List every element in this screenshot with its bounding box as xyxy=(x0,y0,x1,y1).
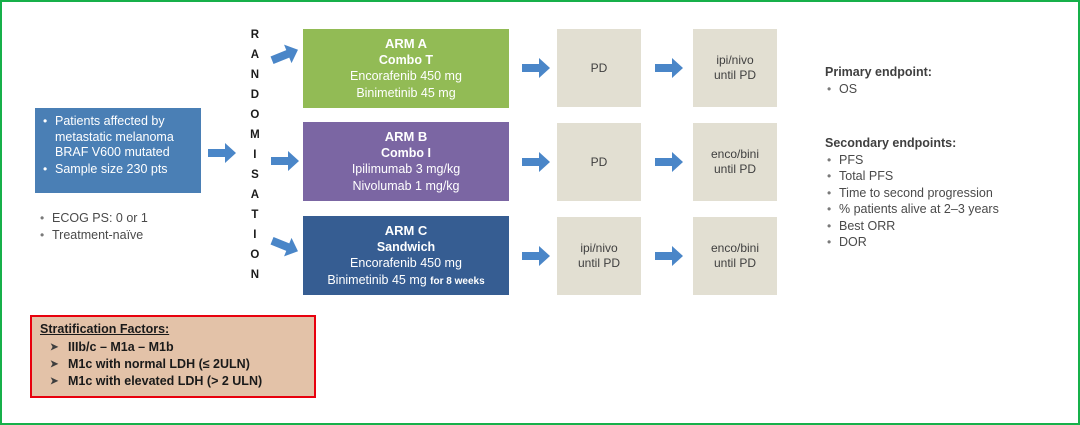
randomisation-letter: N xyxy=(250,269,260,282)
arrow-arm-b-to-stage-1 xyxy=(521,149,551,175)
arm-a-subtitle: Combo T xyxy=(378,53,434,67)
arm-c-stage-2-box: enco/bini until PD xyxy=(693,217,777,295)
arm-b-drug-2: Nivolumab 1 mg/kg xyxy=(352,178,460,193)
arm-a-stage-1-box: PD xyxy=(557,29,641,107)
arm-c-box: ARM C Sandwich Encorafenib 450 mg Binime… xyxy=(303,216,509,295)
arm-c-title: ARM C xyxy=(384,223,428,238)
arrow-stage-1-to-stage-2-row-1 xyxy=(654,55,684,81)
arrow-randomisation-to-arm-b xyxy=(270,148,300,174)
arm-b-stage-1-label: PD xyxy=(590,154,608,169)
randomisation-letter: O xyxy=(250,109,260,122)
list-item: PFS xyxy=(827,152,1060,169)
randomisation-letter: R xyxy=(250,29,260,41)
randomisation-letter: O xyxy=(250,249,260,262)
list-item: IIIb/c – M1a – M1b xyxy=(50,339,308,356)
primary-endpoint-group: Primary endpoint: OS xyxy=(825,65,1060,98)
arm-c-duration-note: for 8 weeks xyxy=(430,275,485,287)
patient-population-list: Patients affected by metastatic melanoma… xyxy=(41,114,193,177)
list-item: DOR xyxy=(827,234,1060,251)
stratification-factors-box: Stratification Factors: IIIb/c – M1a – M… xyxy=(30,315,316,398)
arm-a-stage-2-label: ipi/nivo until PD xyxy=(713,53,757,82)
secondary-endpoint-list: PFS Total PFS Time to second progression… xyxy=(825,152,1060,251)
arm-a-drug-2: Binimetinib 45 mg xyxy=(356,85,456,100)
randomisation-label: R A N D O M I S A T I O N xyxy=(244,29,266,282)
list-item: OS xyxy=(827,81,1060,98)
arm-a-title: ARM A xyxy=(384,36,428,51)
arm-b-subtitle: Combo I xyxy=(381,146,431,160)
arm-c-drug-2: Binimetinib 45 mg for 8 weeks xyxy=(303,272,509,291)
arrow-randomisation-to-arm-a xyxy=(266,37,304,72)
list-item: M1c with elevated LDH (> 2 ULN) xyxy=(50,373,308,390)
randomisation-letter: A xyxy=(250,49,260,62)
primary-endpoint-title: Primary endpoint: xyxy=(825,65,932,79)
list-item: Sample size 230 pts xyxy=(43,162,193,178)
primary-endpoint-list: OS xyxy=(825,81,1060,98)
randomisation-letter: I xyxy=(253,229,257,242)
eligibility-criteria: ECOG PS: 0 or 1 Treatment-naïve xyxy=(38,210,228,244)
list-item: Best ORR xyxy=(827,218,1060,235)
stratification-title: Stratification Factors: xyxy=(40,322,170,336)
arrow-stage-1-to-stage-2-row-2 xyxy=(654,149,684,175)
list-item: % patients alive at 2–3 years xyxy=(827,201,1060,218)
arrow-randomisation-to-arm-c xyxy=(266,228,304,263)
stratification-list: IIIb/c – M1a – M1b M1c with normal LDH (… xyxy=(40,339,308,390)
eligibility-list: ECOG PS: 0 or 1 Treatment-naïve xyxy=(38,210,228,244)
arm-b-stage-2-box: enco/bini until PD xyxy=(693,123,777,201)
secondary-endpoint-group: Secondary endpoints: PFS Total PFS Time … xyxy=(825,136,1060,251)
arm-b-stage-2-label: enco/bini until PD xyxy=(710,147,760,176)
arm-b-title: ARM B xyxy=(384,129,428,144)
arm-b-box: ARM B Combo I Ipilimumab 3 mg/kg Nivolum… xyxy=(303,122,509,201)
randomisation-letter: I xyxy=(253,149,257,162)
randomisation-letter: N xyxy=(250,69,260,82)
arm-c-drug-1: Encorafenib 450 mg xyxy=(350,256,462,270)
endpoints-panel: Primary endpoint: OS Secondary endpoints… xyxy=(825,65,1060,251)
arm-a-box: ARM A Combo T Encorafenib 450 mg Binimet… xyxy=(303,29,509,108)
arm-c-subtitle: Sandwich xyxy=(376,240,436,254)
arm-c-stage-1-box: ipi/nivo until PD xyxy=(557,217,641,295)
arm-c-stage-2-label: enco/bini until PD xyxy=(710,241,760,270)
arm-a-stage-1-label: PD xyxy=(590,60,608,75)
randomisation-letter: T xyxy=(251,209,259,222)
arm-a-drug-1: Encorafenib 450 mg xyxy=(350,69,462,83)
patient-population-box: Patients affected by metastatic melanoma… xyxy=(35,108,201,193)
randomisation-letter: A xyxy=(250,189,260,202)
arm-c-drug-2-text: Binimetinib 45 mg xyxy=(327,272,427,287)
arrow-population-to-randomisation xyxy=(207,140,237,166)
secondary-endpoint-title: Secondary endpoints: xyxy=(825,135,957,150)
arm-b-drug-1: Ipilimumab 3 mg/kg xyxy=(351,162,461,176)
list-item: Patients affected by metastatic melanoma… xyxy=(43,114,193,161)
arm-b-stage-1-box: PD xyxy=(557,123,641,201)
randomisation-letter: M xyxy=(250,129,260,142)
arm-a-stage-2-box: ipi/nivo until PD xyxy=(693,29,777,107)
list-item: Time to second progression xyxy=(827,185,1060,202)
list-item: Total PFS xyxy=(827,168,1060,185)
list-item: ECOG PS: 0 or 1 xyxy=(40,210,228,227)
arrow-arm-c-to-stage-1 xyxy=(521,243,551,269)
list-item: M1c with normal LDH (≤ 2ULN) xyxy=(50,356,308,373)
arrow-arm-a-to-stage-1 xyxy=(521,55,551,81)
randomisation-letter: S xyxy=(251,169,259,182)
randomisation-letter: D xyxy=(250,89,260,102)
arrow-stage-1-to-stage-2-row-3 xyxy=(654,243,684,269)
list-item: Treatment-naïve xyxy=(40,227,228,244)
arm-c-stage-1-label: ipi/nivo until PD xyxy=(577,241,621,270)
